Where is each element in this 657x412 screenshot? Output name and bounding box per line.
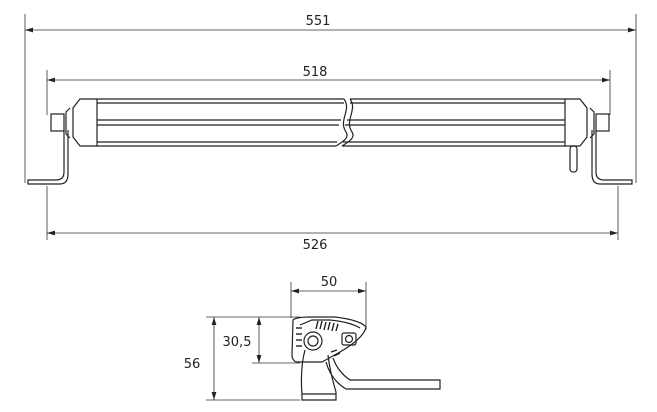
- dimension-label: 56: [184, 357, 201, 372]
- dimension-label: 518: [303, 65, 328, 80]
- dimension-551: 551: [24, 14, 637, 183]
- dimension-label: 551: [306, 14, 331, 29]
- dimension-50: 50: [290, 275, 367, 330]
- dimension-label: 526: [303, 238, 328, 253]
- dimension-56: 56: [184, 316, 300, 401]
- light-bar-top-view: [27, 98, 633, 185]
- dimension-label: 30,5: [223, 335, 252, 350]
- light-bar-side-view: [291, 316, 441, 401]
- dimension-label: 50: [321, 275, 338, 290]
- dimension-518: 518: [46, 65, 611, 115]
- dimension-30-5: 30,5: [223, 317, 300, 364]
- dimension-526: 526: [46, 186, 619, 253]
